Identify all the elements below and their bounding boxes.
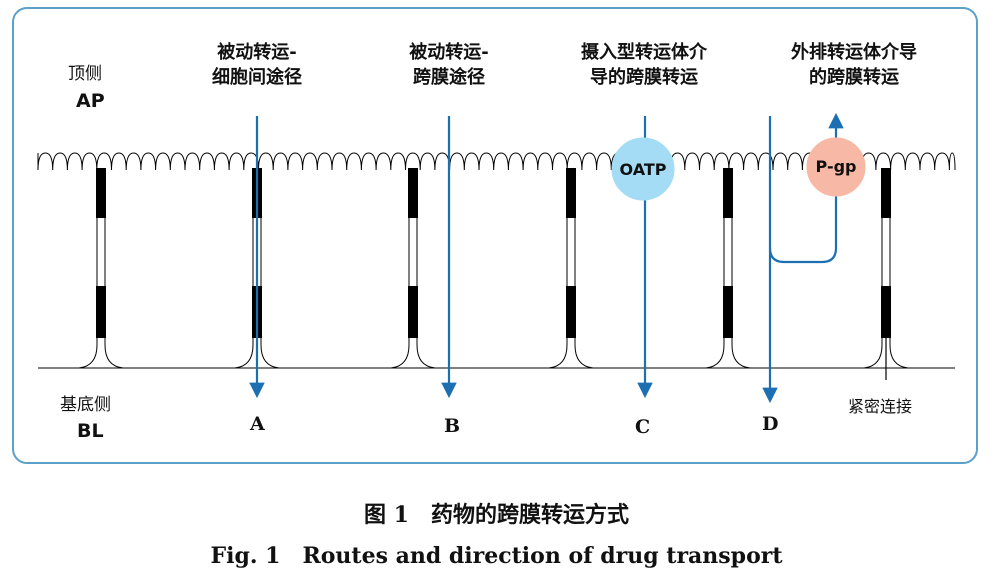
figure-frame <box>12 7 978 464</box>
oatp-label: OATP <box>619 160 667 179</box>
cell-junction-4 <box>548 168 594 369</box>
route-a-heading-line1: 被动转运- <box>217 42 297 63</box>
cell-junction-5 <box>705 168 751 369</box>
apical-membrane-microvilli <box>37 152 956 171</box>
oatp-transporter <box>611 137 675 201</box>
route-c-heading-line2: 导的跨膜转运 <box>590 67 698 88</box>
route-c-letter: C <box>635 416 651 438</box>
basal-side-label-en: BL <box>77 420 104 442</box>
route-c-heading: 摄入型转运体介 导的跨膜转运 <box>568 40 720 90</box>
cell-junction-6 <box>863 168 909 369</box>
route-d-heading-line1: 外排转运体介导 <box>791 42 917 63</box>
route-d-letter: D <box>762 413 779 435</box>
route-a-heading: 被动转运- 细胞间途径 <box>200 40 314 90</box>
tight-junction-label: 紧密连接 <box>848 397 913 416</box>
route-b-heading-line2: 跨膜途径 <box>413 67 485 88</box>
route-d-efflux-arrow <box>768 112 844 264</box>
route-b-heading-line1: 被动转运- <box>409 42 489 63</box>
cell-junction-3 <box>390 168 436 369</box>
route-a-letter: A <box>250 413 265 435</box>
cell-walls <box>78 168 909 369</box>
apical-side-label-en: AP <box>76 90 105 112</box>
cell-junction-1 <box>78 168 124 369</box>
route-b-heading: 被动转运- 跨膜途径 <box>392 40 506 90</box>
route-a-heading-line2: 细胞间途径 <box>212 67 302 88</box>
route-d-heading-line2: 的跨膜转运 <box>809 67 899 88</box>
caption-cn: 图 1 药物的跨膜转运方式 <box>364 502 629 528</box>
route-d-heading: 外排转运体介导 的跨膜转运 <box>778 40 930 90</box>
pgp-label: P-gp <box>815 157 857 176</box>
apical-side-label-cn: 顶侧 <box>68 64 102 84</box>
pgp-transporter <box>806 137 866 197</box>
route-c-heading-line1: 摄入型转运体介 <box>581 42 707 63</box>
caption-en: Fig. 1 Routes and direction of drug tran… <box>210 543 783 569</box>
basal-side-label-cn: 基底侧 <box>60 395 111 415</box>
route-b-letter: B <box>444 415 461 437</box>
